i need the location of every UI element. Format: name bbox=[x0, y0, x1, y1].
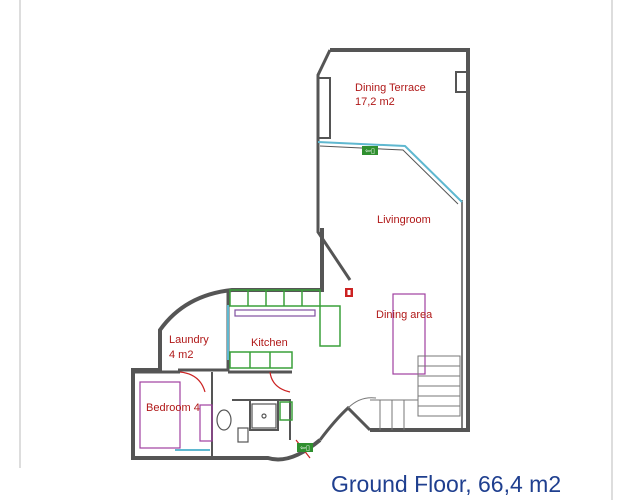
svg-text:⇦▯: ⇦▯ bbox=[365, 147, 375, 155]
bed bbox=[139, 381, 181, 449]
dining-table bbox=[392, 293, 426, 375]
livingroom-label: Livingroom bbox=[377, 214, 431, 226]
dining-terrace-label: Dining Terrace bbox=[355, 82, 426, 94]
furniture bbox=[139, 293, 426, 449]
dining-area-label: Dining area bbox=[376, 309, 433, 321]
svg-text:⇦▯: ⇦▯ bbox=[300, 444, 310, 452]
dining-terrace-area: 17,2 m2 bbox=[355, 96, 395, 108]
bathroom-fixtures bbox=[216, 403, 277, 443]
staircase bbox=[347, 355, 461, 430]
fire-extinguisher-icon bbox=[345, 288, 353, 297]
kitchen-units bbox=[229, 289, 341, 421]
laundry-label: Laundry bbox=[169, 334, 209, 346]
floor-caption: Ground Floor, 66,4 m2 bbox=[331, 471, 561, 497]
terrace-glazing bbox=[175, 141, 463, 451]
emergency-exit-icon: ⇦▯ bbox=[362, 146, 378, 155]
kitchen-label: Kitchen bbox=[251, 337, 288, 349]
bedroom-label: Bedroom 4 bbox=[146, 402, 200, 414]
emergency-exit-icon: ⇦▯ bbox=[297, 443, 313, 452]
laundry-area: 4 m2 bbox=[169, 349, 193, 361]
